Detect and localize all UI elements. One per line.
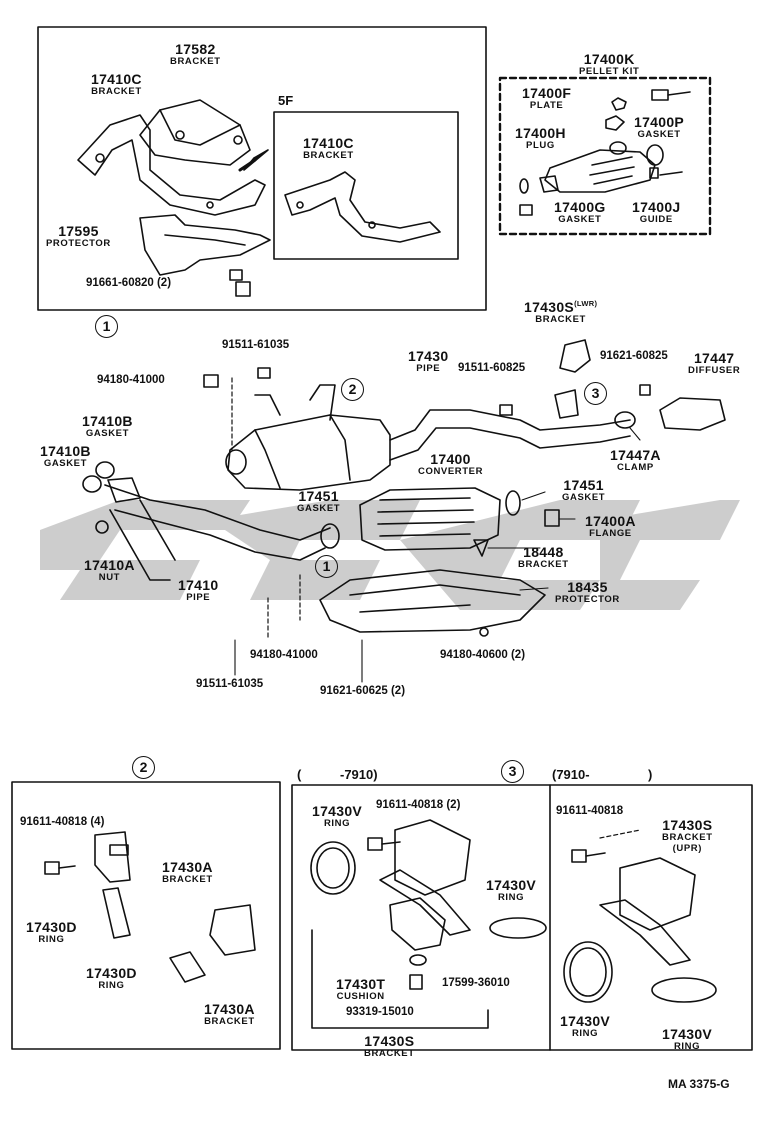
label-91511-a: 91511-61035 bbox=[222, 339, 290, 351]
diagram-id: MA 3375-G bbox=[668, 1077, 730, 1091]
ref-circle-3: 3 bbox=[584, 382, 607, 405]
callout-lines bbox=[234, 427, 641, 683]
label-91611-a: 91611-40818 (2) bbox=[376, 799, 461, 811]
label-91621-a: 91621-60825 bbox=[600, 350, 668, 362]
front-pipe-drawing bbox=[82, 461, 331, 581]
ref-circle-2-box: 2 bbox=[132, 756, 155, 779]
box-3-frame bbox=[291, 784, 753, 1051]
bracket-17410c-drawing bbox=[77, 114, 269, 216]
label-91511-b: 91511-60825 bbox=[458, 362, 526, 374]
label-17430s-lwr: 17430S(LWR)BRACKET bbox=[524, 299, 598, 325]
label-91621-b: 91621-60625 (2) bbox=[320, 685, 406, 697]
watermark-logo bbox=[40, 500, 740, 610]
ref-circle-3-box: 3 bbox=[501, 760, 524, 783]
box-3-left-parts-drawing bbox=[310, 819, 547, 1029]
box-2-parts-drawing bbox=[44, 831, 256, 983]
label-91661: 91661-60820 (2) bbox=[86, 277, 172, 289]
label-91511-c: 91511-61035 bbox=[196, 678, 264, 690]
protector-18435-drawing bbox=[319, 569, 546, 637]
box-2-frame bbox=[11, 781, 281, 1050]
label-91611-b: 91611-40818 bbox=[556, 805, 624, 817]
hanger-brackets-drawing bbox=[203, 339, 651, 419]
ref-circle-1: 1 bbox=[95, 315, 118, 338]
bolt-91661-drawing bbox=[229, 269, 251, 297]
label-93319: 93319-15010 bbox=[346, 1006, 414, 1018]
bracket-17582-drawing bbox=[139, 99, 251, 166]
label-94180-a: 94180-41000 bbox=[97, 374, 165, 386]
range-close-left: -7910) bbox=[340, 767, 378, 782]
range-close-right: ) bbox=[648, 767, 653, 782]
label-94180-c: 94180-40600 (2) bbox=[440, 649, 526, 661]
label-94180-b: 94180-41000 bbox=[250, 649, 318, 661]
diffuser-drawing bbox=[614, 397, 726, 431]
variant-label-5f: 5F bbox=[278, 93, 294, 108]
range-open-left: ( bbox=[297, 767, 302, 782]
label-91611-box2: 91611-40818 (4) bbox=[20, 816, 105, 828]
pellet-kit-frame bbox=[498, 76, 712, 236]
bracket-17410c-5f-drawing bbox=[284, 171, 441, 243]
ref-circle-2: 2 bbox=[341, 378, 364, 401]
converter-drawing bbox=[320, 487, 560, 551]
range-open-right: (7910- bbox=[552, 767, 590, 782]
pellet-kit-drawing bbox=[519, 89, 691, 216]
label-17599: 17599-36010 bbox=[442, 977, 510, 989]
leader-lines bbox=[231, 377, 641, 839]
inset-frame-1 bbox=[37, 26, 487, 311]
bracket-18448-drawing bbox=[473, 539, 489, 557]
protector-17595-drawing bbox=[139, 214, 271, 276]
inset-frame-5f bbox=[273, 111, 459, 260]
box-3-right-parts-drawing bbox=[563, 849, 717, 1003]
muffler-drawing bbox=[225, 384, 631, 491]
ref-circle-1-main: 1 bbox=[315, 555, 338, 578]
